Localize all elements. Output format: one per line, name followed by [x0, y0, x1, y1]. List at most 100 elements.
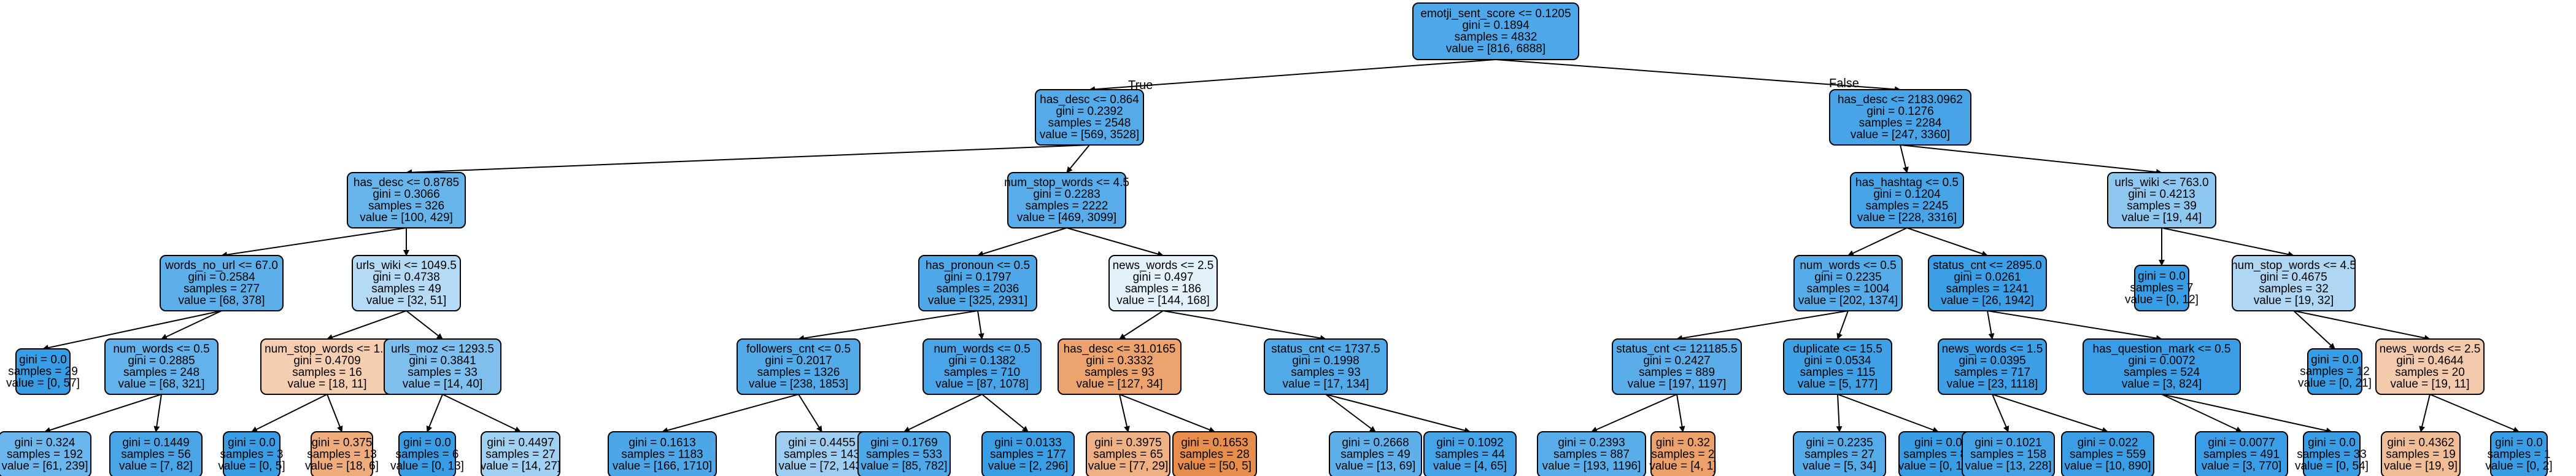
node-line: value = [144, 168] — [1116, 294, 1210, 307]
node-line: samples = 56 — [121, 448, 191, 461]
node-line: gini = 0.497 — [1133, 271, 1194, 284]
node-line: samples = 524 — [2124, 366, 2200, 379]
node-line: value = [72, 143] — [778, 460, 865, 473]
node-line: value = [0, 13] — [390, 460, 464, 473]
node-line: value = [68, 321] — [118, 378, 204, 391]
node-box — [15, 348, 71, 395]
node-box — [223, 431, 280, 476]
node-line: value = [19, 9] — [2384, 460, 2458, 473]
node-line: has_question_mark <= 0.5 — [2093, 343, 2231, 356]
node-line: has_desc <= 0.864 — [1040, 93, 1139, 106]
edge-n25-n47 — [1992, 394, 2009, 432]
node-line: gini = 0.0077 — [2208, 437, 2275, 450]
node-box — [1537, 431, 1646, 476]
node-line: urls_wiki <= 1049.5 — [356, 259, 457, 272]
node-line: gini = 0.4644 — [2396, 354, 2464, 367]
node-line: gini = 0.0 — [2311, 354, 2359, 367]
node-line: status_cnt <= 2895.0 — [1933, 259, 2041, 272]
node-line: value = [228, 3316] — [1857, 211, 1957, 224]
node-box — [1172, 431, 1257, 476]
node-line: value = [569, 3528] — [1040, 128, 1139, 141]
node-line: gini = 0.4455 — [788, 437, 855, 450]
node-box — [2107, 172, 2216, 228]
node-line: samples = 177 — [990, 448, 1066, 461]
node-line: gini = 0.2885 — [128, 354, 195, 367]
node-line: value = [14, 27] — [481, 460, 560, 473]
node-line: samples = 13 — [307, 448, 377, 461]
edge-n7-n15 — [42, 310, 222, 351]
node-line: status_cnt <= 121185.5 — [1616, 343, 1737, 356]
node-box — [0, 431, 91, 476]
node-line: samples = 19 — [2386, 448, 2456, 461]
edge-n9-n19 — [798, 310, 978, 341]
node-line: gini = 0.2393 — [1558, 437, 1625, 450]
node-box — [1650, 431, 1715, 476]
node-line: gini = 0.1797 — [944, 271, 1011, 284]
node-line: gini = 0.1382 — [948, 354, 1015, 367]
node-line: gini = 0.4362 — [2387, 437, 2454, 450]
node-line: gini = 0.1021 — [1975, 437, 2041, 450]
node-line: samples = 710 — [944, 366, 1020, 379]
node-box — [608, 431, 717, 476]
edge-n28-n51 — [2419, 394, 2431, 432]
node-line: value = [0, 21] — [2298, 377, 2372, 390]
node-box — [2195, 431, 2288, 476]
node-line: gini = 0.1769 — [870, 437, 937, 450]
edge-n0-n2 — [1495, 59, 1901, 93]
node-line: value = [85, 782] — [861, 460, 947, 473]
node-line: samples = 27 — [1804, 448, 1874, 461]
node-line: samples = 559 — [2070, 448, 2146, 461]
node-line: gini = 0.1449 — [122, 437, 189, 450]
node-line: gini = 0.1276 — [1866, 105, 1933, 118]
node-box — [2303, 431, 2361, 476]
node-line: samples = 1326 — [757, 366, 840, 379]
node-box — [311, 431, 373, 476]
edge-n28-n52 — [2429, 394, 2520, 433]
node-line: has_desc <= 2183.0962 — [1838, 93, 1963, 106]
edge-n23-n43 — [1591, 394, 1677, 432]
edge-label-false: False — [1829, 77, 1859, 90]
node-line: samples = 3 — [220, 448, 284, 461]
node-line: value = [469, 3099] — [1017, 211, 1116, 224]
node-line: value = [17, 134] — [1282, 378, 1369, 391]
node-line: samples = 2548 — [1048, 117, 1131, 130]
node-line: value = [0, 5] — [218, 460, 285, 473]
node-line: samples = 717 — [1954, 366, 2030, 379]
node-line: news_words <= 1.5 — [1942, 343, 2043, 356]
node-line: gini = 0.3332 — [1086, 354, 1153, 367]
node-line: value = [68, 378] — [178, 294, 265, 307]
node-line: samples = 2036 — [937, 283, 1019, 295]
edge-n9-n20 — [977, 310, 984, 340]
node-box — [1412, 2, 1579, 60]
node-line: gini = 0.324 — [15, 437, 75, 450]
node-box — [352, 255, 461, 311]
node-box — [737, 338, 861, 395]
node-line: value = [26, 1942] — [1941, 294, 2034, 307]
node-box — [1007, 172, 1126, 228]
edge-n10-n21 — [1119, 310, 1164, 340]
node-line: samples = 7 — [2130, 282, 2194, 295]
edge-n16-n29 — [44, 394, 162, 434]
node-box — [1423, 431, 1517, 476]
edge-n20-n37 — [903, 394, 983, 432]
node-line: samples = 1 — [2488, 448, 2551, 461]
node-line: gini = 0.022 — [2078, 437, 2138, 450]
node-line: samples = 248 — [123, 366, 199, 379]
edge-n0-n1 — [1089, 59, 1496, 93]
node-line: followers_cnt <= 0.5 — [746, 343, 851, 356]
node-line: samples = 20 — [2395, 366, 2465, 379]
edge-n24-n45 — [1836, 394, 1843, 432]
